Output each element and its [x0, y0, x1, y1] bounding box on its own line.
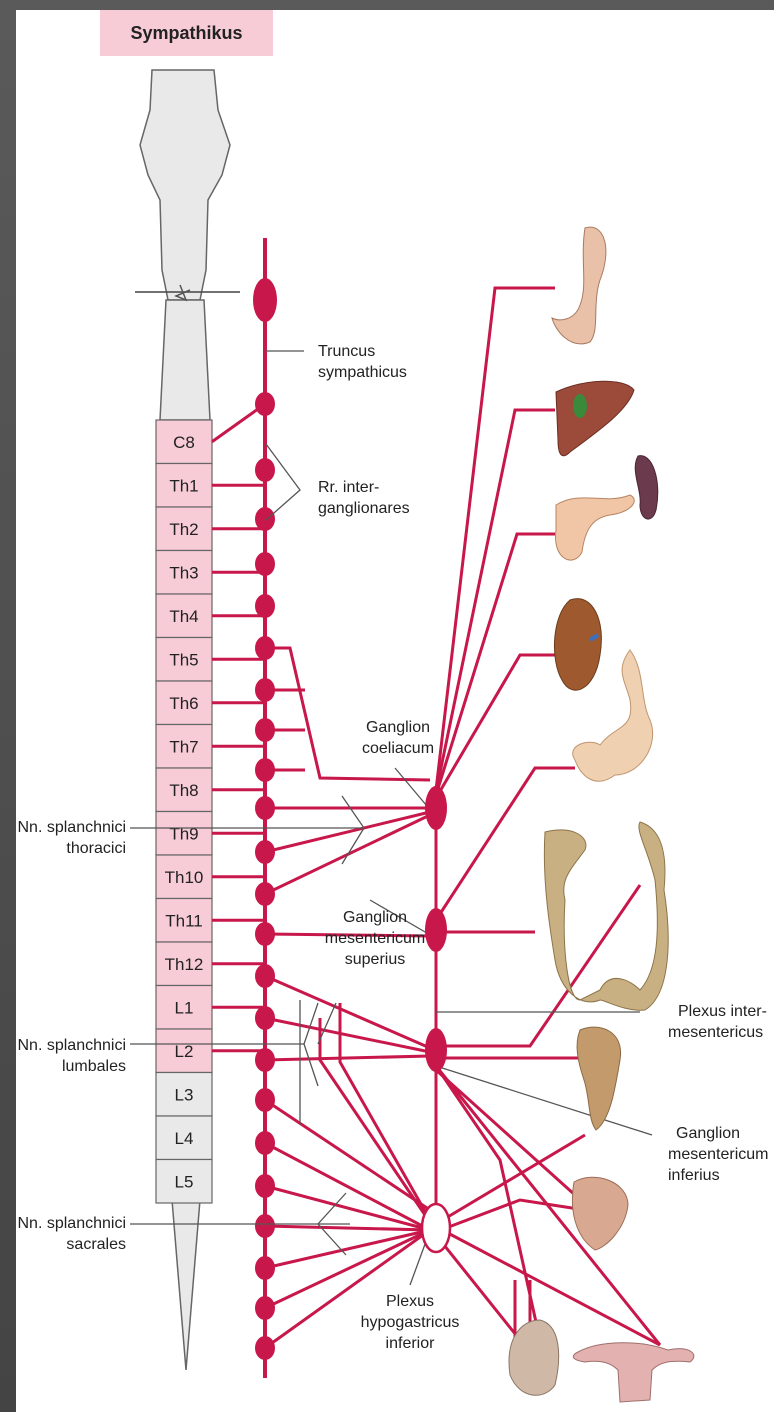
segment-label: L5: [175, 1172, 194, 1191]
trunk-ganglion: [255, 636, 275, 660]
segment-label: L3: [175, 1085, 194, 1104]
segment-label: Th1: [169, 476, 198, 495]
segment-label: Th2: [169, 520, 198, 539]
ganglion-mesentericum-inferius: [425, 1028, 447, 1072]
rectum-organ: [577, 1027, 621, 1130]
truncus-sympathicus: [253, 238, 277, 1378]
pancreas-organ: [556, 495, 635, 560]
l3-mes-inf: [265, 1056, 430, 1060]
trunk-ganglion: [255, 1296, 275, 1320]
segment-label: Th9: [169, 824, 198, 843]
segment-label: C8: [173, 433, 195, 452]
th10-coeliacum: [265, 812, 430, 852]
segment-label: Th5: [169, 650, 198, 669]
ganglion-cervical: [253, 278, 277, 322]
trunk-ganglion: [255, 1174, 275, 1198]
l2-mes-inf: [265, 1018, 430, 1052]
l1-mes-inf: [265, 976, 430, 1048]
nn-splanchnicus-major: [265, 648, 430, 780]
segment-label: Th8: [169, 781, 198, 800]
trunk-ganglion: [255, 964, 275, 988]
trunk-ganglion: [255, 1048, 275, 1072]
bladder-organ: [572, 1177, 628, 1250]
segment-label: Th10: [165, 868, 204, 887]
liver-organ: [556, 381, 634, 456]
segment-label: Th7: [169, 737, 198, 756]
trunk-ganglion: [255, 796, 275, 820]
segment-label: Th4: [169, 607, 198, 626]
label-rr-interganglionares: Rr. inter-ganglionares: [318, 479, 410, 517]
kidney-organ: [554, 599, 601, 691]
organs: [509, 227, 694, 1402]
segment-label: Th6: [169, 694, 198, 713]
trunk-ganglion: [255, 922, 275, 946]
ganglion-mesentericum-superius: [425, 908, 447, 952]
trunk-ganglion: [255, 552, 275, 576]
trunk-ganglion: [255, 458, 275, 482]
plexus-hypogastricus-inferior: [422, 1204, 450, 1252]
trunk-ganglion: [255, 1131, 275, 1155]
trunk-ganglion: [255, 678, 275, 702]
trunk-ganglion: [255, 1256, 275, 1280]
trunk-ganglion: [255, 1214, 275, 1238]
segment-label: L1: [175, 998, 194, 1017]
trunk-ganglion: [255, 392, 275, 416]
brainstem: [140, 70, 230, 300]
segment-label: Th12: [165, 955, 204, 974]
trunk-ganglion: [255, 758, 275, 782]
to-pancreas: [436, 534, 555, 795]
to-colon-desc: [436, 885, 640, 1046]
label-plexus-intermesentericus: Plexus inter-mesentericus: [668, 1003, 767, 1041]
uterus-organ: [573, 1343, 694, 1402]
trunk-ganglion: [255, 1006, 275, 1030]
segment-label: Th3: [169, 563, 198, 582]
trunk-ganglion: [255, 882, 275, 906]
sacral-nerve: [265, 1226, 430, 1230]
spinal-segments: C8Th1Th2Th3Th4Th5Th6Th7Th8Th9Th10Th11Th1…: [156, 420, 212, 1203]
trunk-ganglion: [255, 594, 275, 618]
trunk-ganglion: [255, 1088, 275, 1112]
segment-label: L4: [175, 1129, 194, 1148]
trunk-ganglion: [255, 840, 275, 864]
trunk-ganglion: [255, 718, 275, 742]
stomach-organ: [552, 227, 606, 344]
ganglion-coeliacum: [425, 786, 447, 830]
to-stomach: [436, 288, 555, 790]
cord-upper: [160, 300, 210, 420]
segment-label: Th11: [165, 911, 203, 930]
to-kidney: [436, 655, 555, 798]
gallbladder-organ: [573, 394, 587, 418]
spleen-organ: [635, 456, 658, 519]
trunk-ganglion: [255, 507, 275, 531]
trunk-ganglion: [255, 1336, 275, 1360]
colon-organ: [544, 822, 668, 1010]
